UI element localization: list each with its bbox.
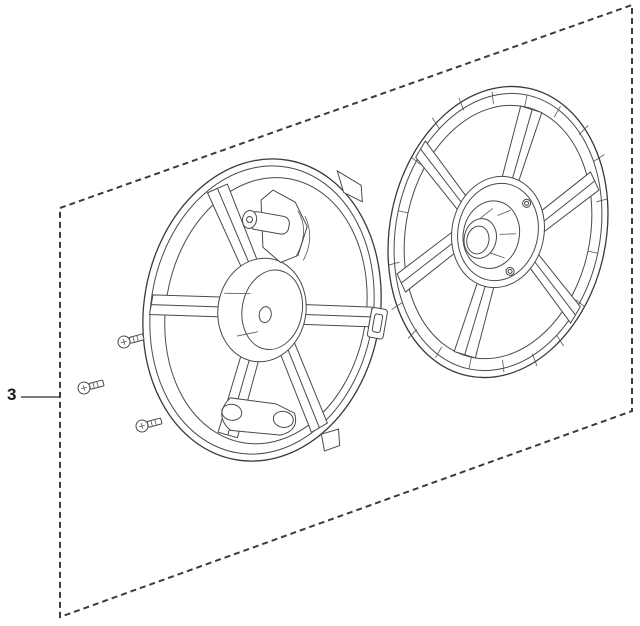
fan-housing-shroud [142,158,388,462]
fan-impeller-wheel [387,85,609,379]
callout-number: 3 [7,385,17,404]
screw [135,417,163,433]
screw [117,333,145,349]
motor-mount [241,189,311,264]
kit-boundary-dashed [59,3,633,619]
screw [77,379,105,395]
